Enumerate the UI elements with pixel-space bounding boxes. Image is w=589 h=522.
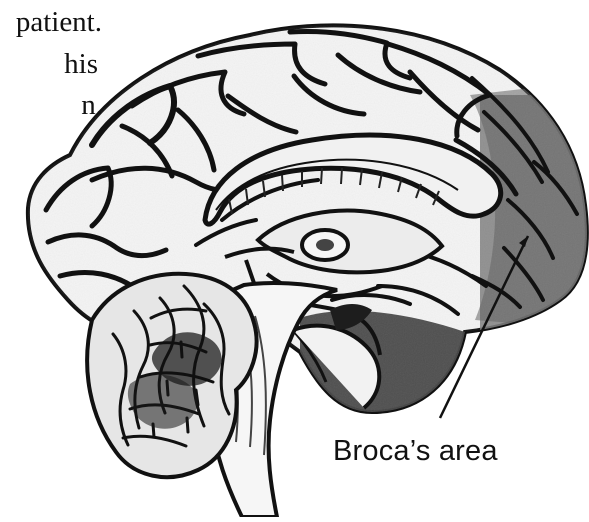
upper-left-text-line-3: n.	[81, 84, 103, 126]
upper-left-text-line-2: his	[64, 43, 98, 85]
brocas-area-label: Broca’s area	[333, 434, 498, 468]
upper-left-page-text: patient. his n.	[0, 0, 110, 140]
upper-left-text-line-1: patient.	[16, 1, 102, 43]
